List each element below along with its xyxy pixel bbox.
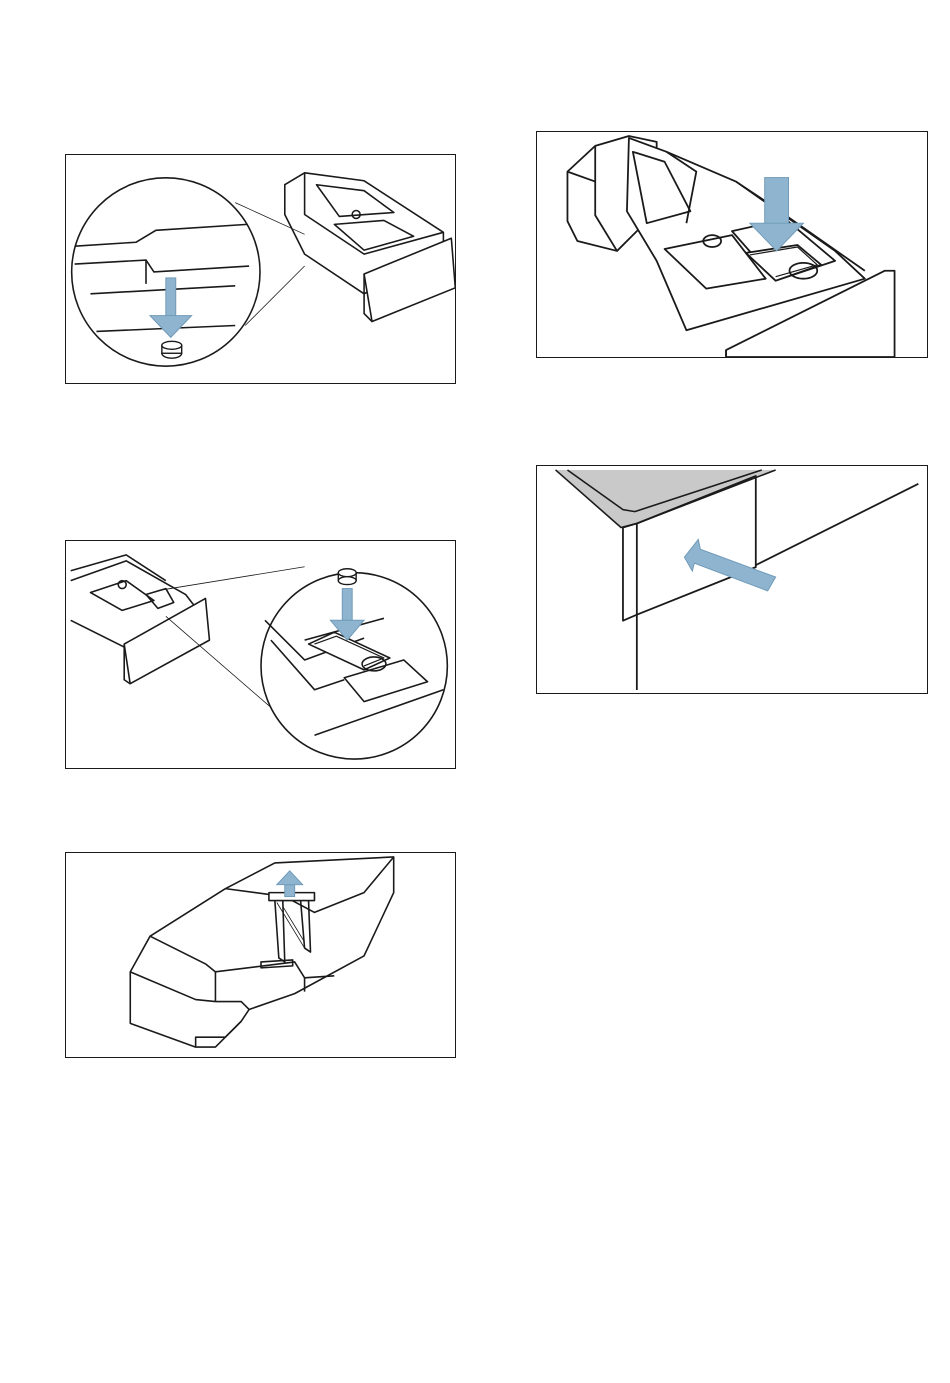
illustration-drawer-slot — [537, 466, 927, 693]
siphon-cap-icon — [338, 569, 356, 585]
illustration-drawer-insert — [537, 132, 927, 357]
illustration-drawer-insert-removal — [66, 853, 455, 1057]
siphon-cap-icon — [162, 341, 182, 358]
arrow-in-icon — [684, 539, 775, 591]
illustration-drawer-magnifier — [66, 155, 455, 383]
illustration-drawer-magnifier-siphon — [66, 541, 455, 768]
figure-pull-out-insert — [65, 852, 456, 1058]
figure-fit-siphon-cap — [65, 540, 456, 769]
figure-insert-siphon-insert — [536, 131, 928, 358]
figure-remove-siphon-cap — [65, 154, 456, 384]
figure-push-drawer-in — [536, 465, 928, 694]
